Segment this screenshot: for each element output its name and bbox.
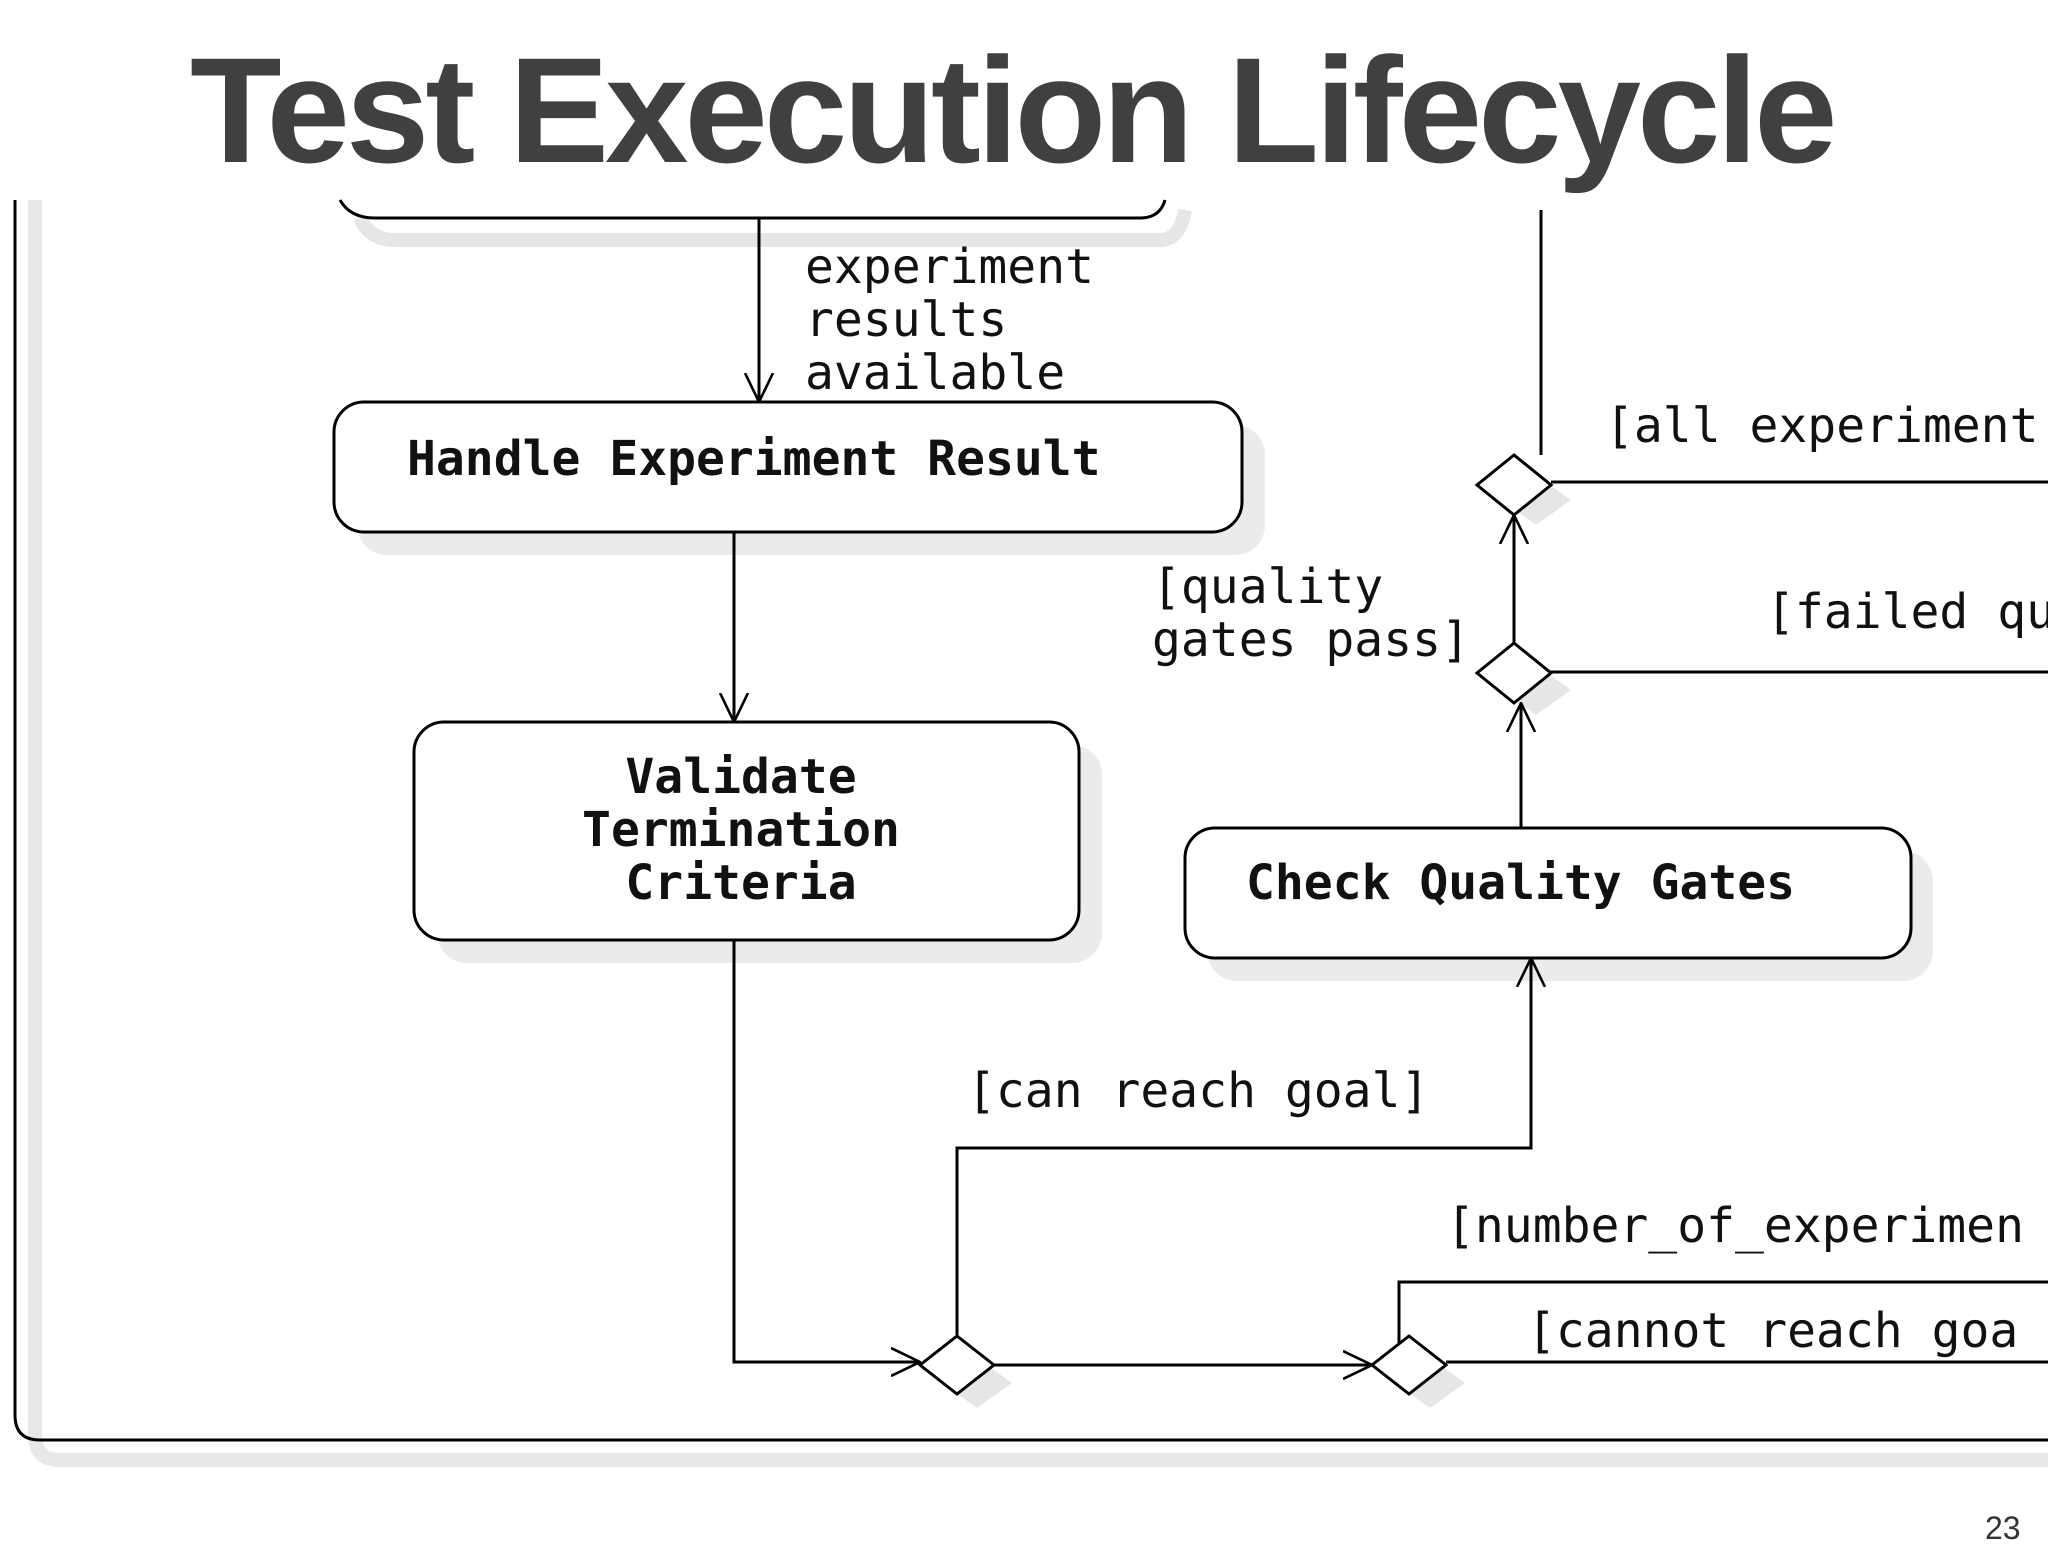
failed-quality-guard: [failed qu bbox=[1766, 584, 2048, 640]
experiment-results-label-line2: results bbox=[805, 292, 1007, 348]
handle-result-label: Handle Experiment Result bbox=[407, 431, 1101, 487]
experiment-results-label-line1: experiment bbox=[805, 239, 1094, 295]
top-node-bottom-edge bbox=[338, 199, 1167, 220]
activity-frame bbox=[13, 200, 2048, 1442]
handle-result-node bbox=[332, 400, 1244, 534]
edge-can-reach-goal bbox=[955, 958, 1531, 1336]
quality-gates-node bbox=[1183, 826, 1913, 960]
can-reach-goal-guard: [can reach goal] bbox=[967, 1063, 1429, 1119]
decision-diamond-experiment-count bbox=[1369, 1334, 1449, 1396]
quality-pass-guard-line1: [quality bbox=[1152, 559, 1383, 615]
top-node-shadow bbox=[353, 208, 1192, 247]
validate-label-line3: Criteria bbox=[625, 855, 856, 911]
validate-label-line2: Termination bbox=[582, 802, 900, 858]
all-experiments-guard: [all experiment bbox=[1605, 398, 2038, 454]
cannot-reach-goal-guard: [cannot reach goa bbox=[1527, 1303, 2018, 1359]
activity-frame-shadow bbox=[28, 200, 2048, 1467]
decision-diamond-can-reach-goal bbox=[917, 1334, 997, 1396]
slide-title: Test Execution Lifecycle bbox=[190, 26, 1838, 194]
edge-validate-to-decision bbox=[732, 940, 920, 1362]
quality-pass-guard-line2: gates pass] bbox=[1152, 612, 1470, 668]
edge-number-of-experiments bbox=[1397, 1280, 2048, 1344]
validate-label-line1: Validate bbox=[625, 749, 856, 805]
page-number: 23 bbox=[1985, 1510, 2021, 1546]
quality-gates-label: Check Quality Gates bbox=[1246, 855, 1795, 911]
number-of-experiments-guard: [number_of_experimen bbox=[1446, 1198, 2024, 1254]
experiment-results-label-line3: available bbox=[805, 345, 1065, 401]
